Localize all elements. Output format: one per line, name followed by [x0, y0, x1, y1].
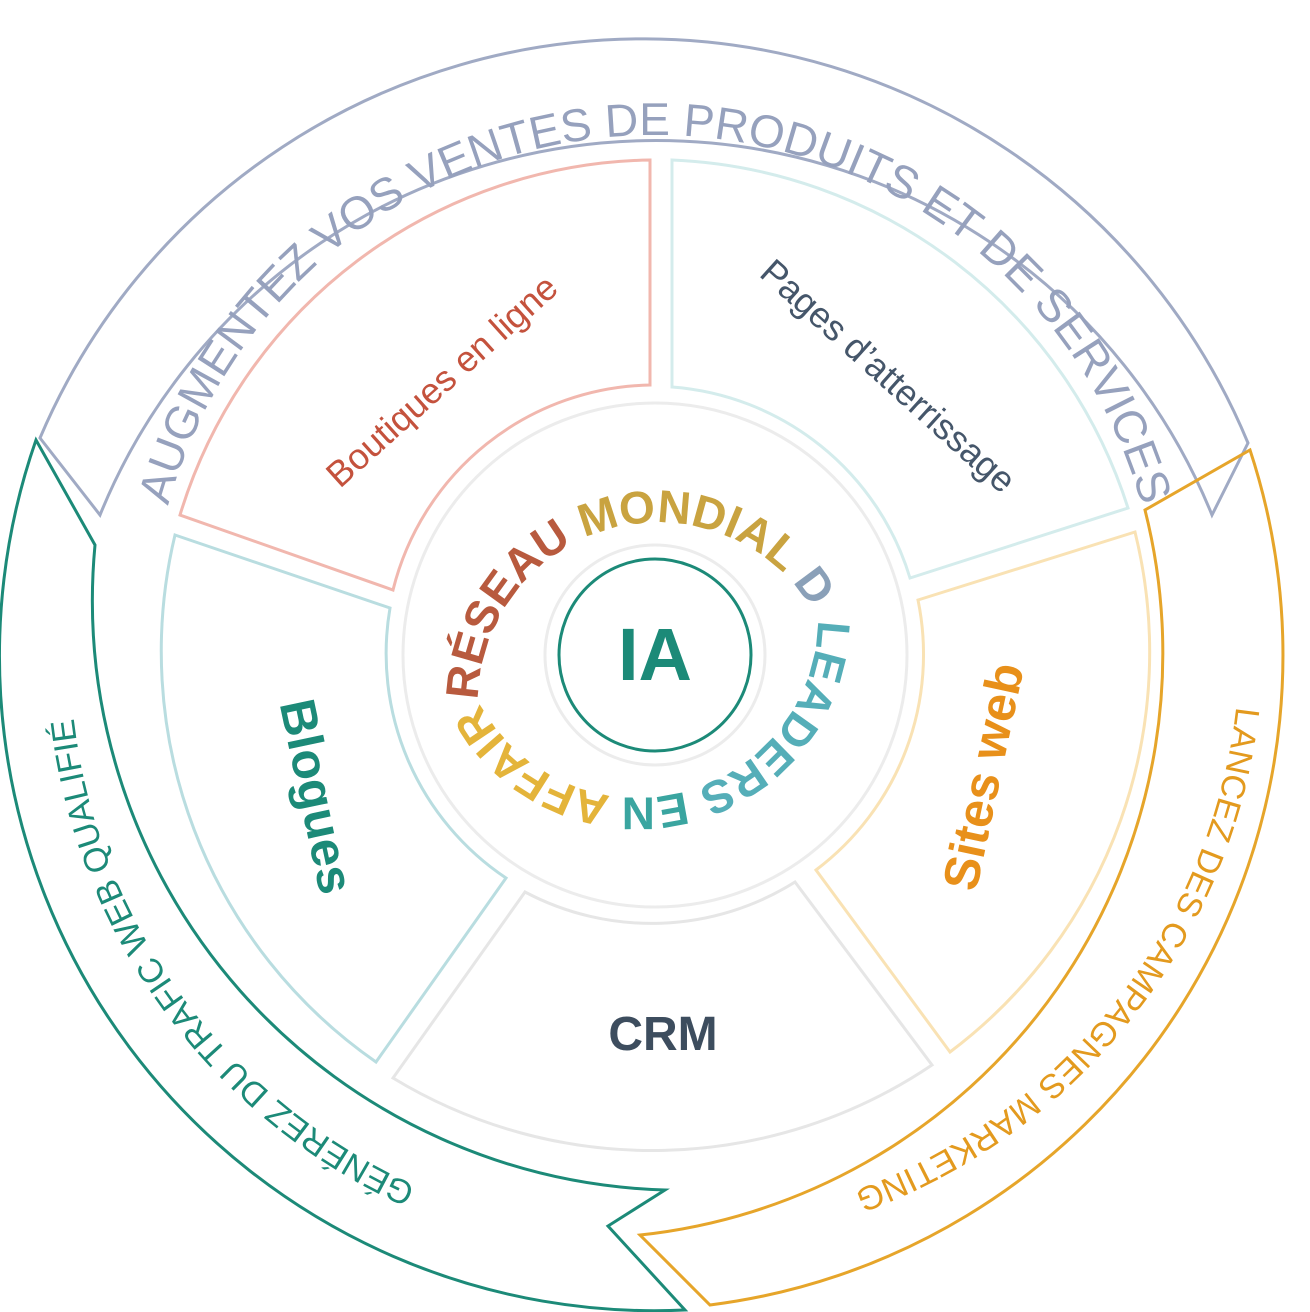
center-label: IA: [618, 613, 692, 696]
segment-boutiques-frame: [178, 158, 652, 592]
outer-arc-top-frame: [38, 37, 1250, 519]
outer-arc-right-frame: [636, 447, 1285, 1307]
segment-pages-frame: [670, 158, 1130, 580]
segment-sites-frame: [813, 530, 1152, 1055]
segment-blogues-frame: [159, 533, 509, 1065]
segment-label-crm: CRM: [608, 1008, 717, 1061]
segment-crm-frame: [390, 879, 935, 1153]
outer-arc-left-frame: [0, 436, 689, 1312]
center-circle: [557, 557, 753, 753]
